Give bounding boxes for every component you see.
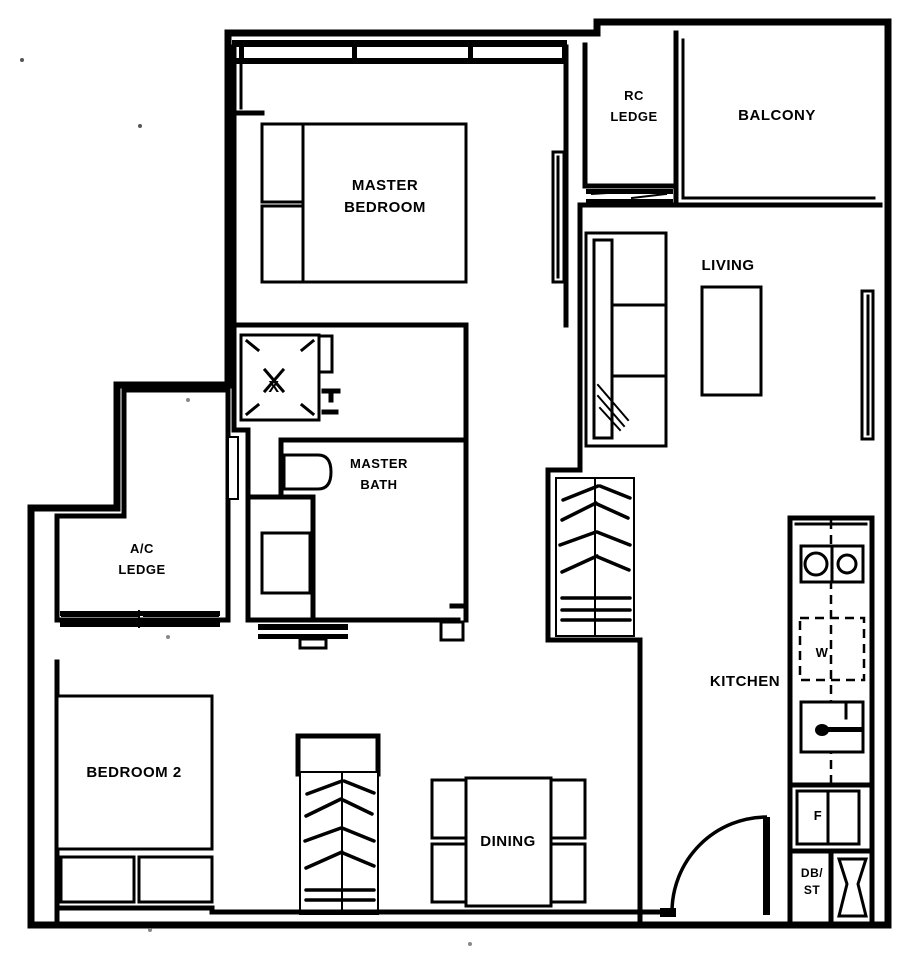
refrigerator: F (787, 782, 875, 846)
planter-dining (295, 733, 381, 915)
room-label-dining: DINING (480, 833, 536, 850)
room-label-bedroom-2: BEDROOM 2 (86, 764, 181, 781)
cooker-hob (799, 544, 865, 584)
bedroom2-ns-2 (137, 855, 214, 904)
washing-machine: W (798, 616, 866, 682)
outer-walls (27, 18, 892, 929)
master-bath-group: X MASTER BATH (231, 322, 469, 650)
dining-chair-1 (430, 778, 468, 840)
room-label-master-bath-line2: BATH (360, 477, 397, 492)
master-bath-door[interactable] (258, 624, 348, 650)
master-nightstand-1 (260, 122, 305, 204)
mbr-sliding-door[interactable] (551, 150, 566, 284)
bedroom2-ns-1 (59, 855, 136, 904)
bedroom2-bed (55, 694, 214, 851)
sofa (584, 231, 668, 448)
master-bed (301, 122, 468, 284)
ac-ledge-slot (227, 436, 239, 500)
room-label-master-bedroom-line1: MASTER (352, 177, 418, 194)
db-store: DB/ ST (787, 848, 875, 928)
ac-ledge-group: A/C LEDGE (54, 387, 239, 628)
dining-group: DINING (209, 733, 675, 915)
db-store-label-line2: ST (804, 883, 821, 897)
entry-door[interactable] (660, 815, 770, 917)
dining-set: DINING (430, 776, 587, 908)
master-nightstand-2 (260, 204, 305, 284)
room-label-living: LIVING (701, 257, 754, 274)
wash-basin (260, 531, 312, 595)
shower-door[interactable] (317, 334, 334, 374)
rc-ledge-window (586, 189, 673, 204)
bedroom-2-group: BEDROOM 2 (54, 659, 215, 928)
dining-table (464, 776, 553, 908)
dining-chair-3 (549, 778, 587, 840)
room-label-kitchen: KITCHEN (710, 673, 780, 690)
room-label-ac-ledge-line1: A/C (130, 541, 154, 556)
fridge-label: F (814, 808, 822, 823)
dining-chair-4 (549, 842, 587, 904)
bath-jamb (439, 620, 465, 642)
master-bedroom-group: MASTER BEDROOM (231, 40, 569, 328)
room-label-master-bedroom-line2: BEDROOM (344, 199, 426, 216)
kitchen-sink (799, 700, 865, 754)
shower-enclosure: X (239, 333, 321, 422)
room-label-balcony: BALCONY (738, 107, 816, 124)
washer-label: W (816, 645, 829, 660)
room-label-ac-ledge-line2: LEDGE (118, 562, 165, 577)
coffee-table (700, 285, 763, 397)
living-sliding-door[interactable] (860, 289, 875, 441)
room-label-rc-ledge-line1: RC (624, 88, 644, 103)
shower-x-symbol: X (268, 379, 279, 396)
drawing-artifacts (20, 58, 472, 946)
kitchen-group: W F DB/ ST KITCHEN (710, 515, 875, 928)
db-store-label-line1: DB/ (801, 866, 823, 880)
water-closet (281, 453, 333, 491)
planter-living (555, 477, 635, 637)
living-group: LIVING (545, 202, 875, 928)
room-label-master-bath-line1: MASTER (350, 456, 408, 471)
dining-chair-2 (430, 842, 468, 904)
ac-ledge-vent (60, 610, 220, 628)
room-label-rc-ledge-line2: LEDGE (610, 109, 657, 124)
